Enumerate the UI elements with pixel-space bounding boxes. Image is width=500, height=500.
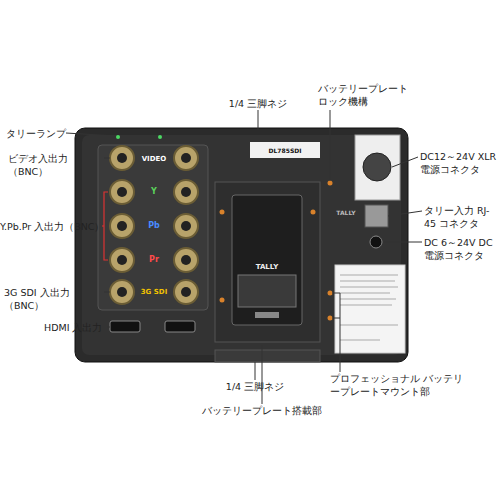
callout-label: DC 6～24V DC 電源コネクタ — [424, 236, 500, 262]
panel-marking: TALLY — [331, 208, 361, 218]
tally-lamp — [116, 135, 120, 139]
callout-label: バッテリープレート ロック機構 — [318, 82, 418, 108]
callout-label: 1/4 三脚ネジ — [205, 380, 305, 393]
callout-label: 1/4 三脚ネジ — [208, 97, 308, 110]
leader-line — [262, 345, 263, 404]
bnc-center — [181, 153, 191, 163]
callout-label: 3G SDI 入出力（BNC） — [4, 286, 109, 312]
screw — [220, 210, 225, 215]
panel-marking: TALLY — [245, 262, 289, 272]
callout-label: ビデオ入出力（BNC） — [8, 152, 108, 178]
panel-marking: Pr — [139, 255, 169, 265]
leader-line — [107, 327, 110, 328]
bnc-connector — [110, 146, 134, 170]
leader-line — [104, 292, 110, 293]
leader-line — [66, 133, 116, 136]
monitor-body — [75, 128, 408, 362]
callout-label: DC12～24V XLR 電源コネクタ — [420, 150, 500, 176]
bnc-center — [181, 255, 191, 265]
bottom-tab — [215, 350, 320, 362]
plate-table — [238, 275, 296, 307]
bnc-centers — [117, 153, 191, 297]
bnc-connector — [110, 180, 134, 204]
xlr-plate — [355, 135, 400, 200]
screw — [328, 316, 333, 321]
leader-line — [332, 318, 340, 319]
leader-line — [383, 242, 422, 243]
xlr-connector — [363, 153, 391, 181]
callout-label: タリーランプ — [6, 127, 76, 140]
callout-label: タリー入力 RJ-45 コネクタ — [424, 204, 500, 230]
leader-line — [332, 293, 340, 372]
panel-marking: DL785SDI — [250, 146, 320, 156]
leader-line — [258, 110, 259, 130]
panel-marking: Pb — [139, 221, 169, 231]
tally-lamp — [158, 135, 162, 139]
dc-jack — [370, 236, 382, 248]
bnc-center — [117, 255, 127, 265]
bnc-center — [117, 187, 127, 197]
screw — [328, 291, 333, 296]
model-sticker — [250, 142, 320, 158]
screw — [311, 210, 316, 215]
hdmi-port — [165, 321, 195, 332]
callout-label: バッテリープレート搭載部 — [192, 404, 332, 417]
battery-plate-area — [215, 182, 320, 342]
leader-line — [392, 157, 418, 167]
leader-lines — [66, 110, 422, 404]
bnc-center — [181, 187, 191, 197]
rj45-connector — [365, 205, 388, 227]
bnc-center — [117, 153, 127, 163]
connector-panel — [98, 145, 208, 310]
bnc-connector — [174, 214, 198, 238]
bnc-connector — [174, 280, 198, 304]
bnc-center — [181, 287, 191, 297]
panel-marking: Y — [139, 187, 169, 197]
leader-line — [104, 158, 110, 159]
bnc-center — [117, 221, 127, 231]
battery-contacts — [255, 312, 279, 318]
bnc-center — [117, 287, 127, 297]
spec-label-lines — [340, 275, 398, 340]
bnc-connector — [174, 180, 198, 204]
leader-line — [255, 362, 256, 380]
panel-marking: 3G SDI — [136, 287, 172, 297]
hdmi-port — [110, 321, 140, 332]
bnc-connector — [110, 214, 134, 238]
callout-label: HDMI 入出力 — [44, 321, 114, 334]
bnc-connector — [110, 280, 134, 304]
callout-label: Y.Pb.Pr 入出力（BNC） — [0, 220, 105, 233]
screw — [328, 181, 333, 186]
bracket-line — [104, 192, 108, 260]
callout-label: プロフェッショナル バッテリープレートマウント部 — [330, 372, 470, 398]
screw — [220, 298, 225, 303]
spec-label — [335, 265, 405, 353]
leader-line — [330, 110, 331, 181]
bnc-connector — [174, 248, 198, 272]
bnc-connector — [174, 146, 198, 170]
leader-line — [388, 211, 422, 216]
screws — [220, 181, 333, 321]
bnc-connectors — [110, 146, 198, 304]
bnc-center — [181, 221, 191, 231]
panel-marking: VIDEO — [139, 154, 169, 164]
battery-plate — [232, 195, 302, 325]
bnc-connector — [110, 248, 134, 272]
